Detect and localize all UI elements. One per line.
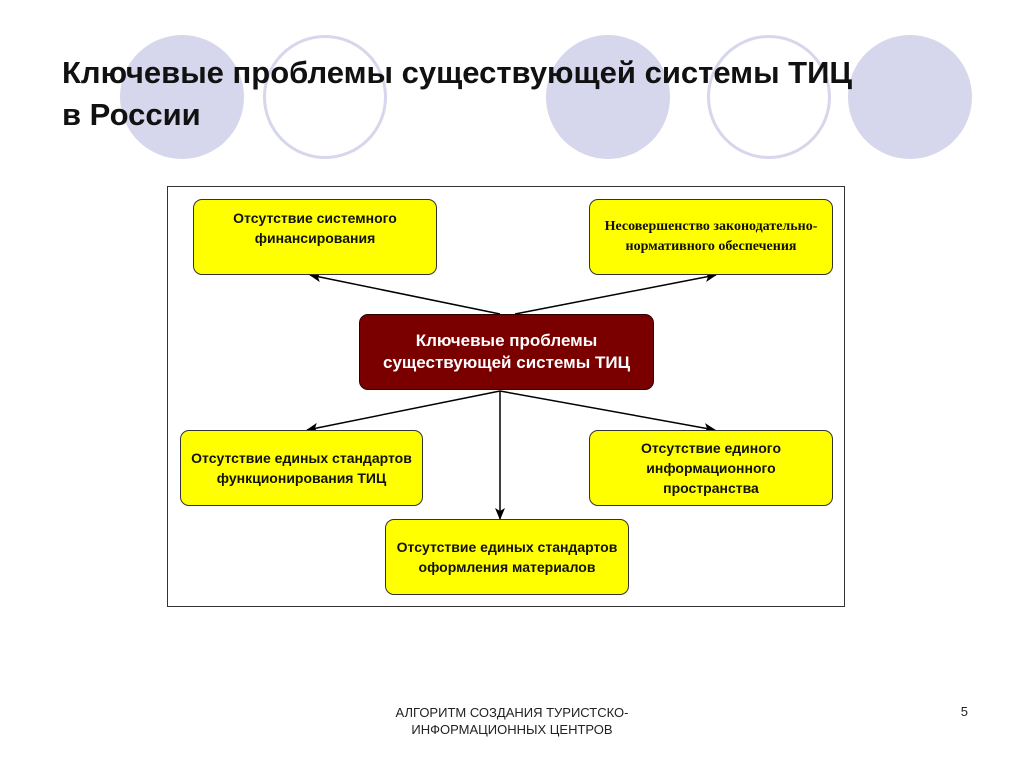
node-info-space: Отсутствие единого информационного прост… (589, 430, 833, 506)
node-materials: Отсутствие единых стандартов оформления … (385, 519, 629, 595)
slide-title: Ключевые проблемы существующей системы Т… (62, 52, 962, 136)
node-funding: Отсутствие системного финансирования (193, 199, 437, 275)
slide-title-line1: Ключевые проблемы существующей системы Т… (62, 55, 853, 90)
decor-circle-1 (120, 35, 244, 159)
slide-title-line2: в России (62, 97, 201, 132)
decor-circle-5 (848, 35, 972, 159)
decor-circle-3 (546, 35, 670, 159)
arrow-to-funding (309, 272, 501, 315)
node-legal: Несовершенство законодательно-нормативно… (589, 199, 833, 275)
decor-circle-2 (263, 35, 387, 159)
arrow-to-info (499, 390, 716, 433)
arrow-to-standards (306, 390, 501, 433)
node-standards: Отсутствие единых стандартов функциониро… (180, 430, 423, 506)
footer-text: АЛГОРИТМ СОЗДАНИЯ ТУРИСТСКО-ИНФОРМАЦИОНН… (395, 705, 629, 737)
node-center: Ключевые проблемы существующей системы Т… (359, 314, 654, 390)
arrow-to-legal (514, 272, 717, 315)
page-number: 5 (960, 704, 968, 719)
decor-circle-4 (707, 35, 831, 159)
